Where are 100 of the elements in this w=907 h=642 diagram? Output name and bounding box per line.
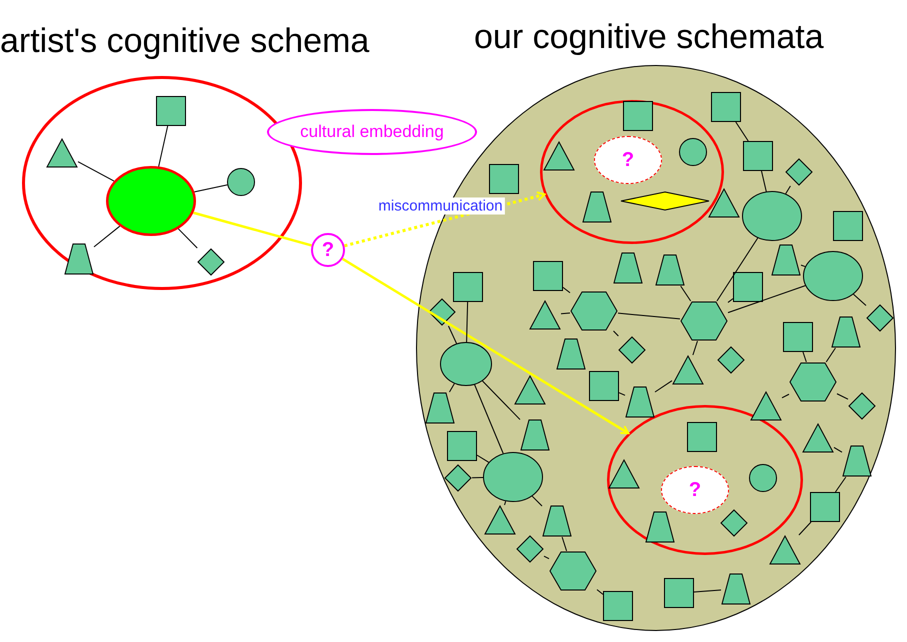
heading: artist's cognitive schema [0,22,370,61]
trapezoid-shape [831,316,861,348]
ellipse-shape [106,166,196,236]
triangle-shape [608,459,640,489]
trapezoid-shape [520,419,550,451]
diamond-shape [620,191,710,211]
square-shape [156,96,186,126]
trapezoid-shape [842,445,872,477]
connector-line [544,556,550,560]
connector-line [692,340,698,356]
trapezoid-shape [625,386,655,418]
diamond-shape [618,336,646,364]
trapezoid-shape [556,338,586,370]
connector-line [466,302,468,342]
triangle-shape [46,138,78,168]
connector-line [728,298,734,303]
square-shape [810,492,840,522]
connector-line [680,286,692,302]
heading: our cognitive schemata [474,18,824,57]
trapezoid-shape [64,243,94,275]
circle-shape [749,464,777,492]
diamond-shape [516,535,544,563]
trapezoid-shape [771,244,801,276]
connector-line [654,380,672,392]
connector-line [802,352,807,362]
diamond-shape [444,464,472,492]
circle-shape [227,168,255,196]
connector-line [474,384,504,454]
square-shape [733,272,763,302]
triangle-shape [672,355,704,385]
square-shape [603,591,633,621]
connector-line [94,226,120,248]
connector-line [472,477,484,478]
square-shape [833,211,863,241]
hexagon-shape [680,301,728,341]
diamond-shape [785,158,813,186]
connector-line [194,184,228,192]
connector-line [504,500,506,506]
connector-line [826,348,836,362]
hexagon-shape [570,291,618,331]
ellipse-shape [440,342,492,386]
schema-circle [540,100,724,244]
connector-line [834,476,846,492]
connector-line [735,122,749,142]
node-label: ? [688,478,702,502]
connector-line [785,186,791,194]
square-shape [711,92,741,122]
trapezoid-shape [613,252,643,284]
triangle-shape [802,423,834,453]
connector-line [761,170,767,192]
diamond-shape [428,298,456,326]
node-label: cultural embedding [300,122,444,142]
trapezoid-shape [721,573,751,605]
circle-shape [679,138,707,166]
connector-line [798,522,812,536]
connector-line [618,392,626,396]
square-shape [533,261,563,291]
node-label: ? [622,148,634,172]
connector-line [448,383,455,392]
arrow [342,258,630,434]
connector-line [612,330,619,336]
connector-line [562,536,568,552]
triangle-shape [769,535,801,565]
square-shape [453,272,483,302]
triangle-shape [750,391,782,421]
triangle-shape [529,300,561,330]
square-shape [623,101,653,131]
connector-line [728,285,806,314]
connector-line [834,446,842,453]
diamond-shape [717,346,745,374]
square-shape [589,371,619,401]
connector-line [178,228,198,248]
triangle-shape [514,375,546,405]
connector-line [476,454,490,463]
connector-line [448,326,458,344]
connector-line [852,294,866,306]
edge-label: miscommunication [376,198,505,215]
triangle-shape [708,188,740,218]
ellipse-shape [742,191,802,241]
square-shape [743,141,773,171]
connector-line [562,286,570,294]
connector-line [78,161,115,182]
hexagon-shape [789,362,837,402]
square-shape [664,578,694,608]
hexagon-shape [549,551,597,591]
diamond-shape [866,304,894,332]
connector-line [782,394,790,398]
connector-line [836,393,848,400]
trapezoid-shape [542,505,572,537]
triangle-shape [484,505,516,535]
ellipse-shape [803,251,863,301]
ellipse-shape [483,452,543,502]
square-shape [447,431,477,461]
connector-line [800,264,806,268]
connector-line [596,589,604,595]
connector-line [716,238,758,302]
node-label: ? [322,238,334,262]
triangle-shape [543,141,575,171]
connector-line [193,212,312,247]
square-shape [489,164,519,194]
